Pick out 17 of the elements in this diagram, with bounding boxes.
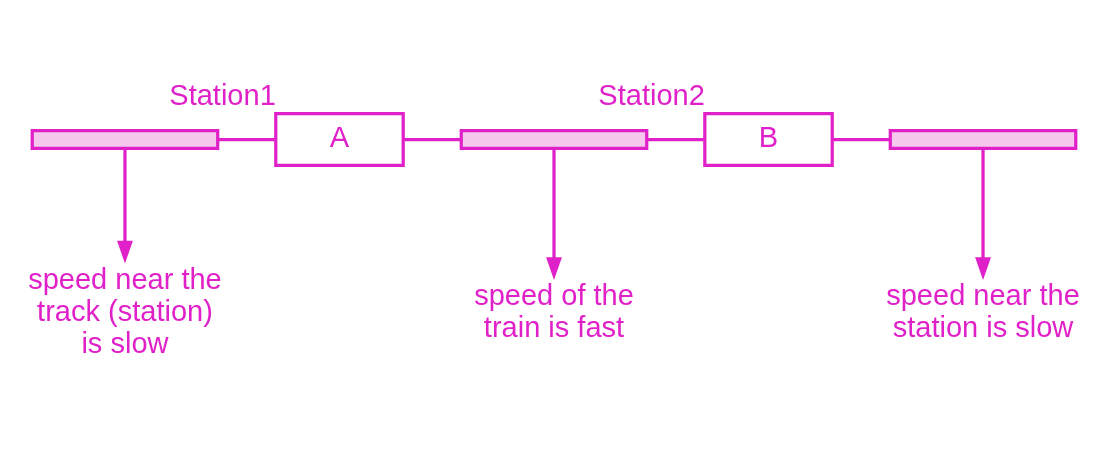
- node-text: speed near the track (station) is slow: [28, 262, 222, 360]
- connector: [218, 137, 276, 142]
- connector: [832, 137, 891, 142]
- arrow: [546, 148, 562, 280]
- node-text: speed of the train is fast: [474, 278, 634, 343]
- node-bar: [30, 129, 220, 150]
- arrow: [975, 148, 991, 280]
- connector: [403, 137, 462, 142]
- node-label: Station2: [598, 78, 705, 111]
- arrow: [117, 148, 133, 264]
- connector: [647, 137, 705, 142]
- node-bar: [459, 129, 649, 150]
- node-text: speed near the station is slow: [886, 278, 1080, 343]
- node-box: B: [703, 112, 834, 167]
- node-bar: [888, 129, 1078, 150]
- node-box: A: [274, 112, 405, 167]
- node-label: Station1: [169, 78, 276, 111]
